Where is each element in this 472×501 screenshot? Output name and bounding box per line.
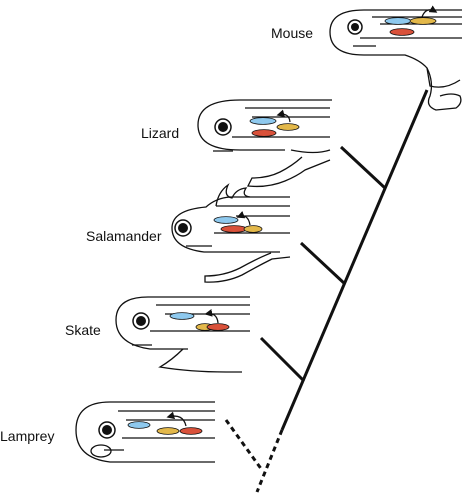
phylogenetic-tree (224, 89, 429, 493)
salamander-gold-domain (243, 225, 263, 233)
salamander-red-domain (220, 225, 248, 233)
tree-branch-lizard (339, 145, 387, 190)
salamander-blue-domain (213, 216, 239, 224)
lizard-eye (214, 118, 232, 136)
tree-trunk-dotted (255, 429, 284, 493)
mouse-head-diagram (329, 5, 462, 111)
skate-eye (132, 312, 150, 330)
tree-branch-skate (259, 336, 306, 383)
skate-head-diagram (115, 296, 250, 373)
salamander-eye (174, 219, 192, 237)
lamprey-blue-domain (127, 421, 151, 429)
lizard-blue-domain (249, 117, 277, 125)
species-label-skate: Skate (65, 322, 101, 338)
tree-branch-salamander (299, 241, 347, 286)
lamprey-mouth (90, 444, 112, 458)
lamprey-red-domain (179, 427, 203, 435)
species-label-lizard: Lizard (141, 125, 180, 141)
mouse-blue-domain (384, 17, 412, 25)
tree-main-trunk (280, 89, 429, 431)
species-label-lamprey: Lamprey (0, 428, 55, 444)
mouse-red-domain (389, 28, 415, 36)
salamander-head-diagram (171, 183, 291, 283)
skate-red-domain (206, 323, 230, 331)
lamprey-eye (98, 421, 116, 439)
lizard-red-domain (251, 129, 277, 137)
mouse-arrow (421, 5, 438, 18)
skate-blue-domain (169, 312, 195, 320)
tree-branch-lamprey-dotted (224, 419, 264, 471)
skate-arrow (204, 309, 219, 324)
mouse-eye (347, 19, 363, 35)
lamprey-gold-domain (156, 427, 180, 435)
species-label-salamander: Salamander (86, 228, 162, 244)
lamprey-arrow (166, 411, 187, 427)
lizard-gold-domain (276, 123, 300, 131)
lamprey-head-diagram (75, 401, 215, 463)
lizard-head-diagram (197, 99, 332, 188)
mouse-gold-domain (409, 17, 437, 25)
lizard-arrow (276, 109, 291, 123)
salamander-arrow (236, 211, 251, 226)
species-label-mouse: Mouse (271, 25, 314, 41)
